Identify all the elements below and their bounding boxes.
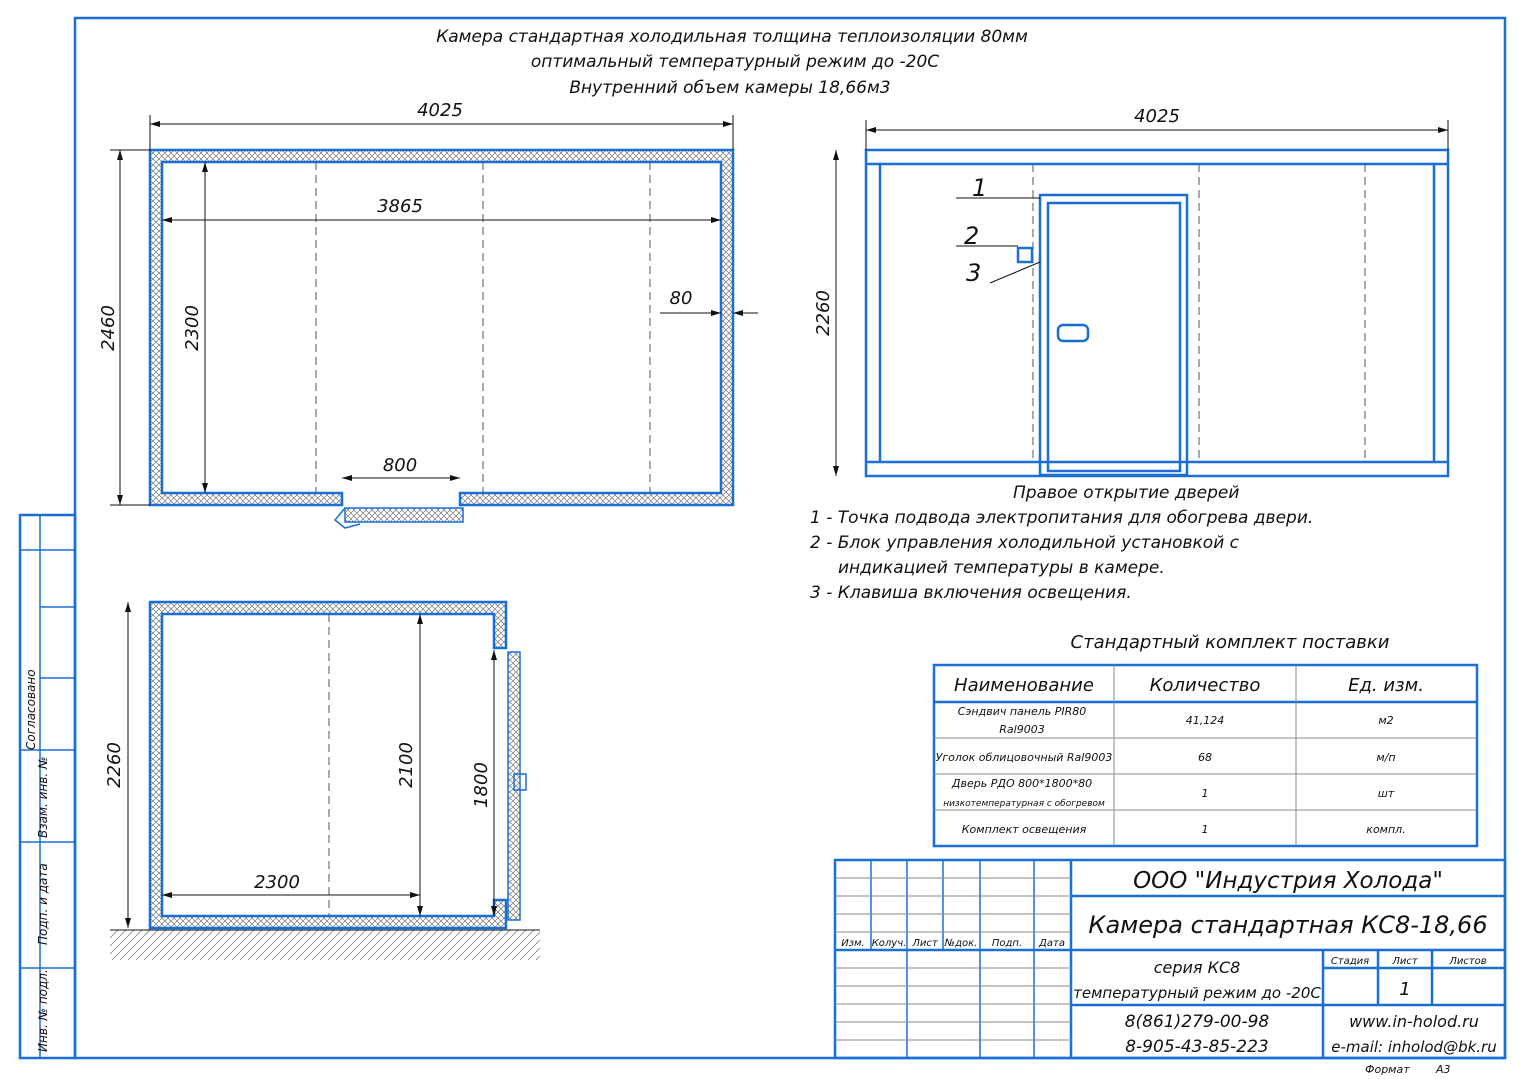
series: серия КС8 (1154, 958, 1241, 977)
callout-3: 3 (966, 259, 981, 287)
header-line-2: оптимальный температурный режим до -20С (531, 52, 939, 72)
note-3: 3 - Клавиша включения освещения. (810, 583, 1132, 603)
callout-2: 2 (964, 222, 979, 250)
dim-inner-height: 2100 (396, 742, 417, 788)
stage-label: Стадия (1331, 956, 1369, 967)
plan-view: 4025 3865 2460 2300 80 800 (98, 100, 758, 529)
header-line-3: Внутренний объем камеры 18,66м3 (569, 78, 890, 98)
kit-row-1-unit: м2 (1378, 714, 1393, 727)
notes: Правое открытие дверей 1 - Точка подвода… (810, 483, 1313, 603)
kit-header-unit: Ед. изм. (1348, 675, 1424, 696)
website-link[interactable]: www.in-holod.ru (1349, 1012, 1479, 1031)
company-name: ООО "Индустрия Холода" (1133, 868, 1443, 894)
dim-front-length: 4025 (1134, 106, 1180, 127)
dim-outer-length: 4025 (417, 100, 463, 121)
kit-row-4-name: Комплект освещения (962, 823, 1087, 836)
kit-row-3-name-2: низкотемпературная с обогревом (943, 799, 1105, 809)
phone-1: 8(861)279-00-98 (1125, 1012, 1270, 1032)
kit-table: Стандартный комплект поставки Наименован… (932, 632, 1479, 848)
kit-row-4-qty: 1 (1202, 823, 1209, 836)
callout-1: 1 (972, 174, 987, 202)
notes-title: Правое открытие дверей (1013, 483, 1239, 503)
phone-2: 8-905-43-85-223 (1125, 1037, 1269, 1057)
dim-inner-length: 3865 (377, 196, 423, 217)
kit-header-name: Наименование (954, 675, 1094, 696)
stamp-replace: Взам. инв. № (36, 757, 50, 838)
dim-outer-width: 2460 (98, 305, 119, 351)
kit-row-3-unit: шт (1378, 787, 1395, 800)
stamp-agreed: Согласовано (24, 669, 38, 750)
kit-row-2-unit: м/п (1376, 751, 1395, 764)
dim-door-width: 800 (383, 455, 417, 476)
kit-row-2-qty: 68 (1198, 751, 1212, 764)
kit-row-3-name: Дверь РДО 800*1800*80 (951, 777, 1092, 790)
front-view: 1 2 3 4025 2260 (813, 106, 1450, 478)
door-leaf-plan (344, 507, 464, 523)
dim-section-height: 2260 (104, 742, 125, 788)
col-change: Изм. (841, 938, 865, 949)
dim-section-width: 2300 (254, 872, 300, 893)
dim-front-height: 2260 (813, 290, 834, 336)
kit-row-1-name-2: Ral9003 (999, 723, 1044, 736)
drawing-header: Камера стандартная холодильная толщина т… (436, 27, 1028, 98)
control-unit-icon (1016, 246, 1034, 264)
kit-title: Стандартный комплект поставки (1071, 632, 1390, 653)
door-leaf (1046, 201, 1182, 473)
col-sheet: Лист (911, 938, 939, 949)
section-view: 2260 2100 1800 2300 (104, 600, 540, 960)
dim-inner-width: 2300 (182, 305, 203, 351)
stamp-inv: Инв. № подл. (36, 969, 50, 1052)
header-line-1: Камера стандартная холодильная толщина т… (436, 27, 1028, 47)
format-value: А3 (1435, 1063, 1451, 1076)
kit-row-4-unit: компл. (1366, 823, 1405, 836)
dim-wall: 80 (670, 288, 693, 309)
email-link[interactable]: e-mail: inholod@bk.ru (1331, 1038, 1496, 1056)
col-date: Дата (1038, 938, 1065, 949)
door-handle (1056, 323, 1090, 343)
kit-header-qty: Количество (1150, 675, 1261, 696)
door-frame (1038, 193, 1189, 477)
kit-row-1-qty: 41,124 (1186, 714, 1225, 727)
temp-mode: температурный режим до -20С (1073, 984, 1321, 1002)
col-doc: №док. (944, 938, 978, 949)
kit-row-2-name: Уголок облицовочный Ral9003 (936, 751, 1113, 764)
note-1: 1 - Точка подвода электропитания для обо… (810, 508, 1313, 528)
kit-row-3-qty: 1 (1202, 787, 1209, 800)
kit-row-1-name: Сэндвич панель PIR80 (958, 705, 1087, 718)
note-2: 2 - Блок управления холодильной установк… (810, 533, 1240, 553)
note-2-cont: индикацией температуры в камере. (838, 558, 1165, 578)
sheet-label: Лист (1391, 956, 1419, 967)
col-sign: Подп. (992, 938, 1022, 949)
side-stamp: Согласовано Взам. инв. № Подп. и дата Ин… (18, 513, 77, 1060)
sheets-label: Листов (1448, 956, 1486, 967)
sheet-number: 1 (1399, 979, 1410, 1000)
dim-door-height: 1800 (471, 762, 492, 808)
product-name: Камера стандартная КС8-18,66 (1088, 911, 1487, 939)
col-count: Колуч. (872, 938, 907, 949)
ground-hatch (110, 930, 540, 960)
stamp-sign-date: Подп. и дата (36, 863, 50, 945)
sheet-frame (73, 16, 1507, 1060)
format-label: Формат (1365, 1063, 1410, 1076)
title-block: Изм. Колуч. Лист №док. Подп. Дата Стадия… (833, 858, 1507, 1076)
